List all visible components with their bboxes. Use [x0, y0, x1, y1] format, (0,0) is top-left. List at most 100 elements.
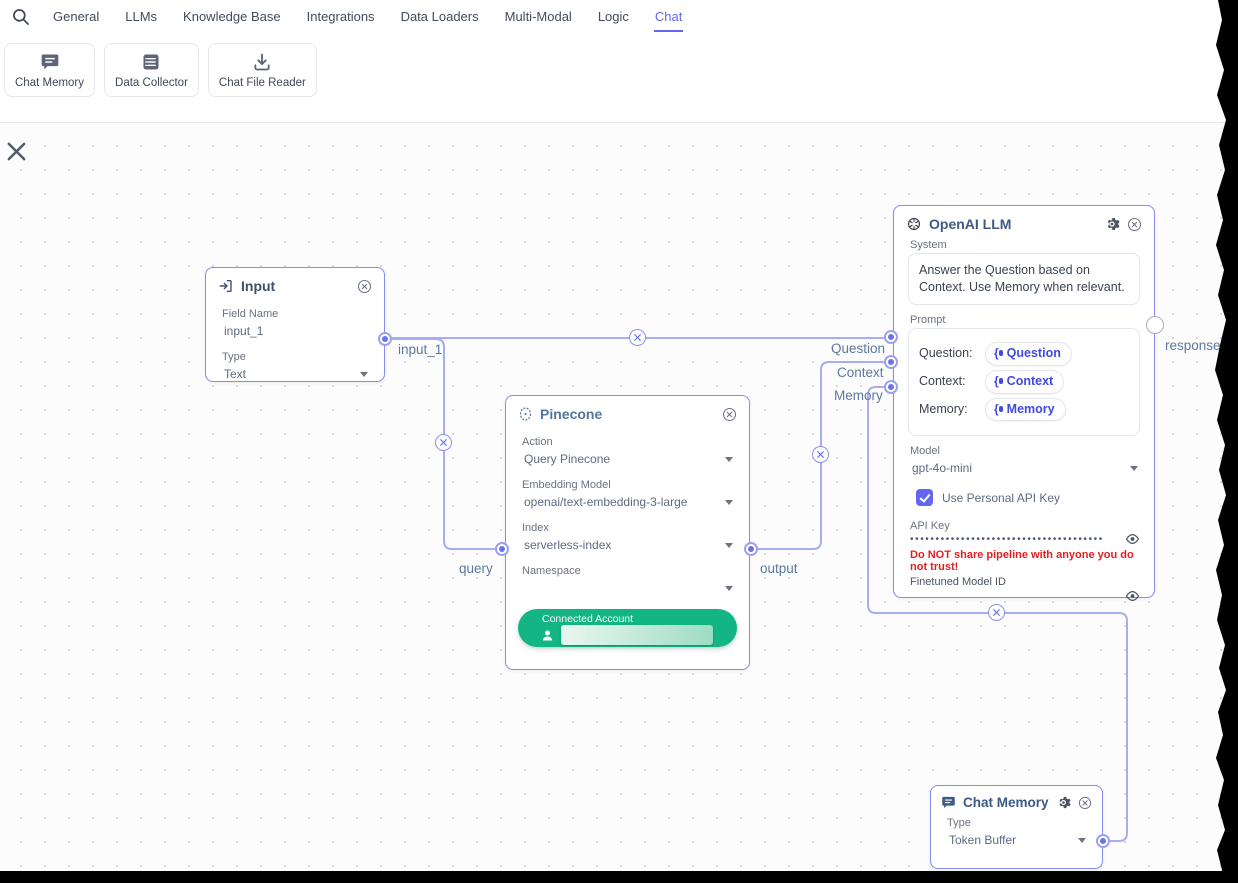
gear-icon[interactable] — [1104, 216, 1120, 232]
tab-integrations[interactable]: Integrations — [306, 8, 375, 24]
handle-pinecone-output[interactable] — [744, 542, 758, 556]
edge-delete-button[interactable] — [988, 604, 1005, 621]
handle-llm-question[interactable] — [884, 330, 898, 344]
search-icon[interactable] — [11, 7, 31, 27]
handle-input-output[interactable] — [378, 332, 392, 346]
chevron-down-icon — [725, 543, 733, 548]
action-select[interactable]: Query Pinecone — [522, 449, 733, 470]
prompt-row: Memory: { Memory — [919, 397, 1129, 422]
handle-pinecone-query[interactable] — [495, 542, 509, 556]
tab-data-loaders[interactable]: Data Loaders — [400, 8, 479, 24]
variable-chip-memory[interactable]: { Memory — [985, 397, 1066, 422]
node-chat-memory[interactable]: Chat Memory Type Token Buffer — [930, 785, 1103, 869]
checkbox-label: Use Personal API Key — [942, 490, 1061, 505]
edge-label-query: query — [459, 561, 493, 576]
connected-account-button[interactable]: Connected Account — [518, 609, 737, 647]
remove-node-icon[interactable] — [722, 407, 737, 422]
list-icon — [143, 54, 159, 69]
remove-node-icon[interactable] — [1078, 796, 1092, 810]
x-icon — [440, 439, 447, 446]
screenshot-tear-bottom — [0, 871, 1238, 883]
palette-chat-file-reader[interactable]: Chat File Reader — [207, 43, 317, 97]
node-title: Input — [241, 278, 276, 294]
edge-delete-button[interactable] — [812, 446, 829, 463]
edge-delete-button[interactable] — [629, 329, 646, 346]
api-key-input[interactable]: •••••••••••••••••••••••••••••••••••••• — [910, 533, 1104, 545]
model-label: Model — [910, 445, 940, 458]
handle-llm-memory[interactable] — [884, 380, 898, 394]
node-title: Chat Memory — [963, 795, 1049, 810]
chevron-down-icon — [1130, 466, 1138, 472]
close-canvas-icon[interactable] — [5, 140, 28, 163]
x-icon — [817, 451, 824, 458]
tab-knowledge-base[interactable]: Knowledge Base — [183, 8, 281, 24]
index-select[interactable]: serverless-index — [522, 535, 733, 556]
node-title: Pinecone — [540, 406, 603, 422]
variable-icon: { — [994, 375, 1003, 387]
connected-account-label: Connected Account — [542, 613, 634, 625]
node-header: Pinecone — [506, 396, 749, 427]
remove-node-icon[interactable] — [1127, 217, 1142, 232]
nav-tabs: General LLMs Knowledge Base Integrations… — [52, 0, 684, 32]
input-icon — [219, 279, 232, 293]
eye-icon[interactable] — [1125, 590, 1140, 602]
handle-chat-memory-output[interactable] — [1096, 834, 1110, 848]
variable-chip-context[interactable]: { Context — [985, 369, 1065, 394]
tab-llms[interactable]: LLMs — [125, 8, 158, 24]
type-label: Type — [222, 351, 246, 363]
variable-icon: { — [994, 347, 1003, 359]
edge-delete-button[interactable] — [435, 434, 452, 451]
embedding-model-label: Embedding Model — [522, 479, 611, 491]
type-select[interactable]: Text — [222, 364, 368, 385]
node-pinecone[interactable]: Pinecone Action Query Pinecone Embedding… — [505, 395, 750, 670]
type-select[interactable]: Token Buffer — [947, 830, 1086, 851]
chevron-down-icon — [725, 457, 733, 462]
system-label: System — [910, 239, 947, 251]
palette-label: Chat Memory — [15, 76, 85, 89]
remove-node-icon[interactable] — [357, 279, 372, 294]
model-select[interactable]: gpt-4o-mini — [910, 458, 1138, 479]
tab-general[interactable]: General — [53, 8, 100, 24]
edge-label-memory: Memory — [834, 388, 883, 403]
namespace-label: Namespace — [522, 565, 581, 577]
index-label: Index — [522, 522, 549, 534]
chevron-down-icon — [725, 586, 733, 591]
handle-llm-context[interactable] — [884, 355, 898, 369]
chevron-down-icon — [360, 372, 368, 377]
prompt-label: Prompt — [910, 313, 946, 326]
openai-icon — [907, 217, 921, 231]
chat-bubble-icon — [41, 54, 58, 69]
x-icon — [634, 334, 641, 341]
prompt-editor[interactable]: Question: { Question Context: { Context … — [908, 327, 1140, 437]
namespace-select[interactable] — [522, 578, 733, 598]
node-openai-llm[interactable]: OpenAI LLM System Answer the Question ba… — [893, 205, 1155, 602]
chevron-down-icon — [1078, 838, 1086, 843]
account-name-redacted — [561, 625, 713, 645]
tab-logic[interactable]: Logic — [597, 8, 629, 24]
field-name-input[interactable]: input_1 — [224, 324, 264, 338]
variable-icon: { — [994, 403, 1003, 415]
palette-chat-memory[interactable]: Chat Memory — [4, 43, 96, 97]
warning-text: Do NOT share pipeline with anyone you do… — [910, 549, 1134, 574]
tab-chat[interactable]: Chat — [653, 0, 684, 32]
x-icon — [993, 609, 1000, 616]
tab-multi-modal[interactable]: Multi-Modal — [504, 8, 572, 24]
node-input[interactable]: Input Field Name input_1 Type Text — [205, 267, 385, 382]
node-title: OpenAI LLM — [929, 216, 1012, 232]
use-personal-api-key-checkbox[interactable] — [916, 489, 933, 507]
embedding-model-select[interactable]: openai/text-embedding-3-large — [522, 492, 733, 513]
palette-label: Data Collector — [115, 76, 188, 89]
eye-icon[interactable] — [1125, 533, 1140, 545]
variable-chip-question[interactable]: { Question — [985, 341, 1072, 366]
edge-label-output: output — [760, 561, 798, 576]
gear-icon[interactable] — [1056, 795, 1071, 810]
edge-label-question: Question — [831, 341, 886, 356]
palette-label: Chat File Reader — [218, 76, 306, 89]
prompt-key: Question: — [919, 346, 973, 361]
node-header: OpenAI LLM — [894, 206, 1154, 237]
handle-llm-response[interactable] — [1146, 316, 1164, 334]
palette-data-collector[interactable]: Data Collector — [104, 43, 199, 97]
node-header: Chat Memory — [931, 786, 1102, 813]
node-header: Input — [206, 268, 384, 299]
system-textarea[interactable]: Answer the Question based on Context. Us… — [908, 253, 1140, 305]
